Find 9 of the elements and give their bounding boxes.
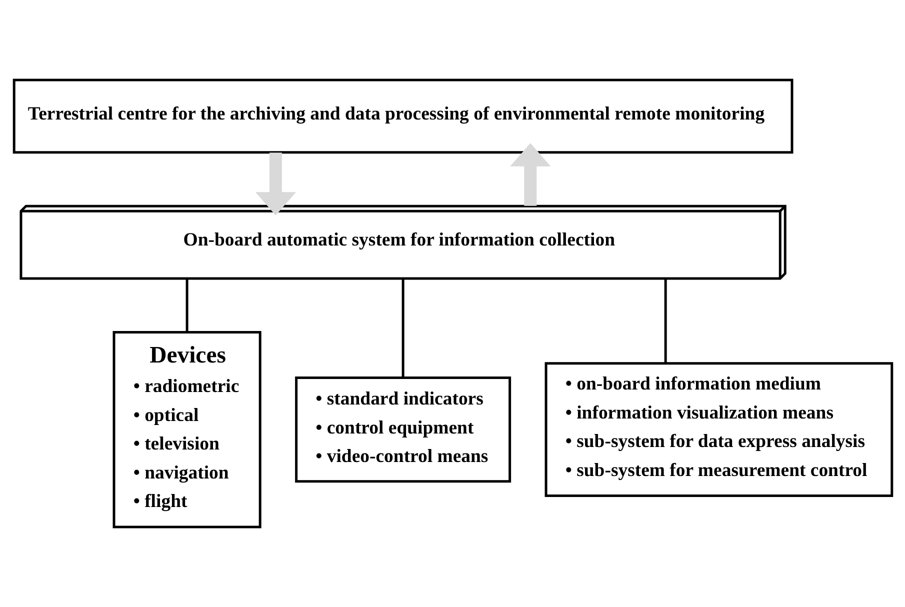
node-box: • on-board information medium • information visualization means • sub-system for data express analysis • sub-system for measurement control xyxy=(544,362,893,498)
node-box: • standard indicators • control equipment • video-control means xyxy=(294,376,511,483)
node-box: Terrestrial centre for the archiving and data processing of environmental remote monitoring xyxy=(12,78,793,154)
node-box: Devices • radiometric • optical • television • navigation • flight xyxy=(112,330,261,528)
connector xyxy=(401,278,404,378)
connector xyxy=(185,278,188,332)
arrow xyxy=(510,143,550,206)
arrow xyxy=(254,152,296,216)
connector xyxy=(664,278,666,364)
